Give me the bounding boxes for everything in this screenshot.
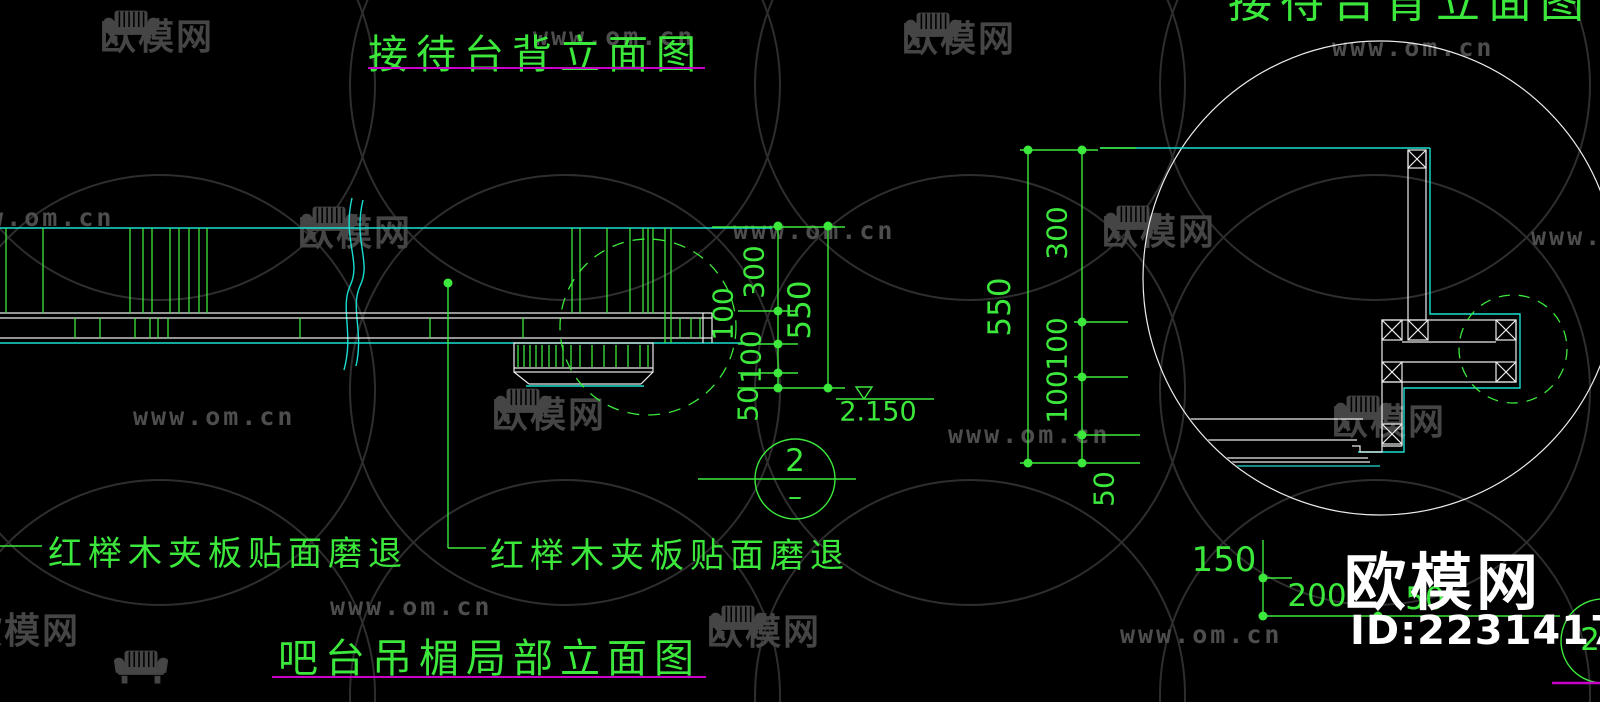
watermark-url: www.om.cn — [1531, 222, 1600, 251]
watermark-url: www.om.cn — [1120, 620, 1283, 649]
title-underline-bottom — [272, 676, 706, 678]
sofa-icon — [113, 650, 169, 684]
sofa-icon — [103, 10, 159, 44]
dim-right-100a: 100 — [1040, 317, 1074, 371]
watermark-url: www.om.cn — [733, 216, 896, 245]
watermark-url: www.om.cn — [0, 203, 115, 232]
sofa-icon — [495, 388, 551, 422]
sofa-icon — [710, 605, 766, 639]
model-id: ID:2231417 — [1350, 608, 1600, 654]
sofa-icon — [301, 206, 357, 240]
watermark-logo: 欧模网 — [707, 603, 821, 655]
watermark-logo: 欧模网 — [298, 204, 412, 256]
detail-view-circle — [1142, 40, 1600, 516]
site-logo-text: 欧模网 — [1344, 546, 1543, 619]
material-note-left: 红榉木夹板贴面磨退 — [48, 534, 408, 574]
material-note-middle: 红榉木夹板贴面磨退 — [490, 536, 850, 576]
detail-area-circle — [559, 238, 737, 416]
watermark-logo: 欧模网 — [1332, 393, 1446, 445]
callout-sheet-ref: – — [788, 479, 802, 513]
watermark-url: www.om.cn — [330, 592, 493, 621]
level-value: 2.150 — [839, 396, 917, 428]
dim-right-100b: 100 — [1040, 370, 1074, 424]
callout-number-right: 2 — [1580, 622, 1600, 658]
drawing-title-clipped: 接待台背立面图 — [1228, 0, 1592, 28]
watermark-logo: 欧模网 — [492, 386, 606, 438]
sofa-icon — [905, 12, 961, 46]
dim-br-50: 50 — [1405, 581, 1445, 617]
watermark-logo: 欧模网 — [100, 8, 214, 60]
watermark-logo-partial: 欧模网 — [0, 602, 80, 654]
dim-right-total-550: 550 — [982, 277, 1018, 337]
watermark-logo: 欧模网 — [1102, 203, 1216, 255]
dim-mid-50: 50 — [731, 386, 765, 422]
dim-br-150: 150 — [1191, 540, 1257, 580]
title-underline-top — [368, 67, 705, 69]
watermark-logo: 欧模网 — [902, 10, 1016, 62]
dim-br-200: 200 — [1287, 578, 1347, 614]
sofa-icon — [1105, 205, 1161, 239]
sofa-icon — [1335, 395, 1391, 429]
dim-mid-total-550: 550 — [782, 280, 818, 340]
dim-right-50: 50 — [1087, 471, 1121, 507]
dim-mid-300: 300 — [737, 245, 771, 299]
drawing-title-top: 接待台背立面图 — [368, 32, 704, 78]
drawing-title-bottom: 吧台吊楣局部立面图 — [278, 636, 701, 682]
dim-right-300: 300 — [1040, 206, 1074, 260]
watermark-site-name: 欧模网 — [0, 611, 81, 652]
dim-mid-100b: 100 — [734, 330, 768, 384]
watermark-url: www.om.cn — [533, 22, 696, 51]
detail-callout-bubble — [698, 438, 856, 520]
watermark-url: www.om.cn — [133, 402, 296, 431]
detail-sub-circle — [1458, 294, 1568, 404]
callout-number: 2 — [785, 443, 805, 479]
